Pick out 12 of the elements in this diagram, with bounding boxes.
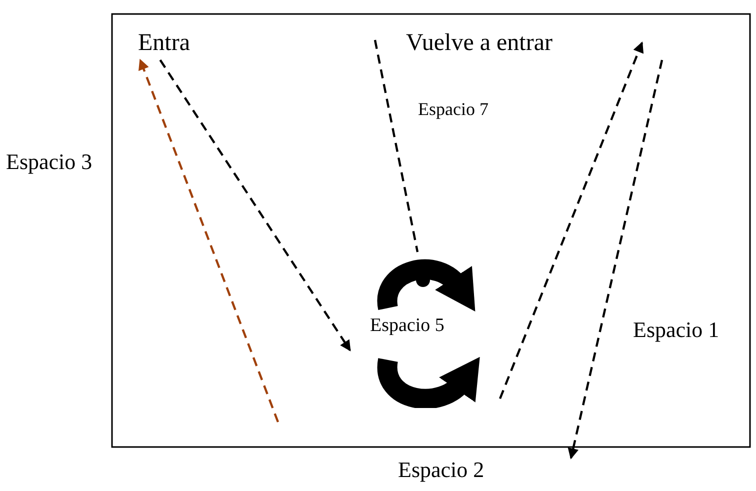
space-label: Espacio 2 — [398, 458, 574, 488]
space-label: Espacio 5 — [370, 316, 444, 337]
space-label: Espacio 1 — [633, 318, 720, 342]
dashed-line — [374, 40, 419, 252]
dashed-arrow — [159, 59, 351, 352]
entry-label: Entra — [138, 30, 212, 60]
dashed-arrow — [568, 60, 664, 460]
space-label: Espacio 7 — [418, 100, 488, 120]
dashed-arrow — [138, 58, 280, 422]
space-label: Espacio 3 — [6, 150, 92, 174]
re-entry-label: Vuelve a entrar — [406, 30, 642, 62]
dashed-arrow — [498, 42, 644, 400]
